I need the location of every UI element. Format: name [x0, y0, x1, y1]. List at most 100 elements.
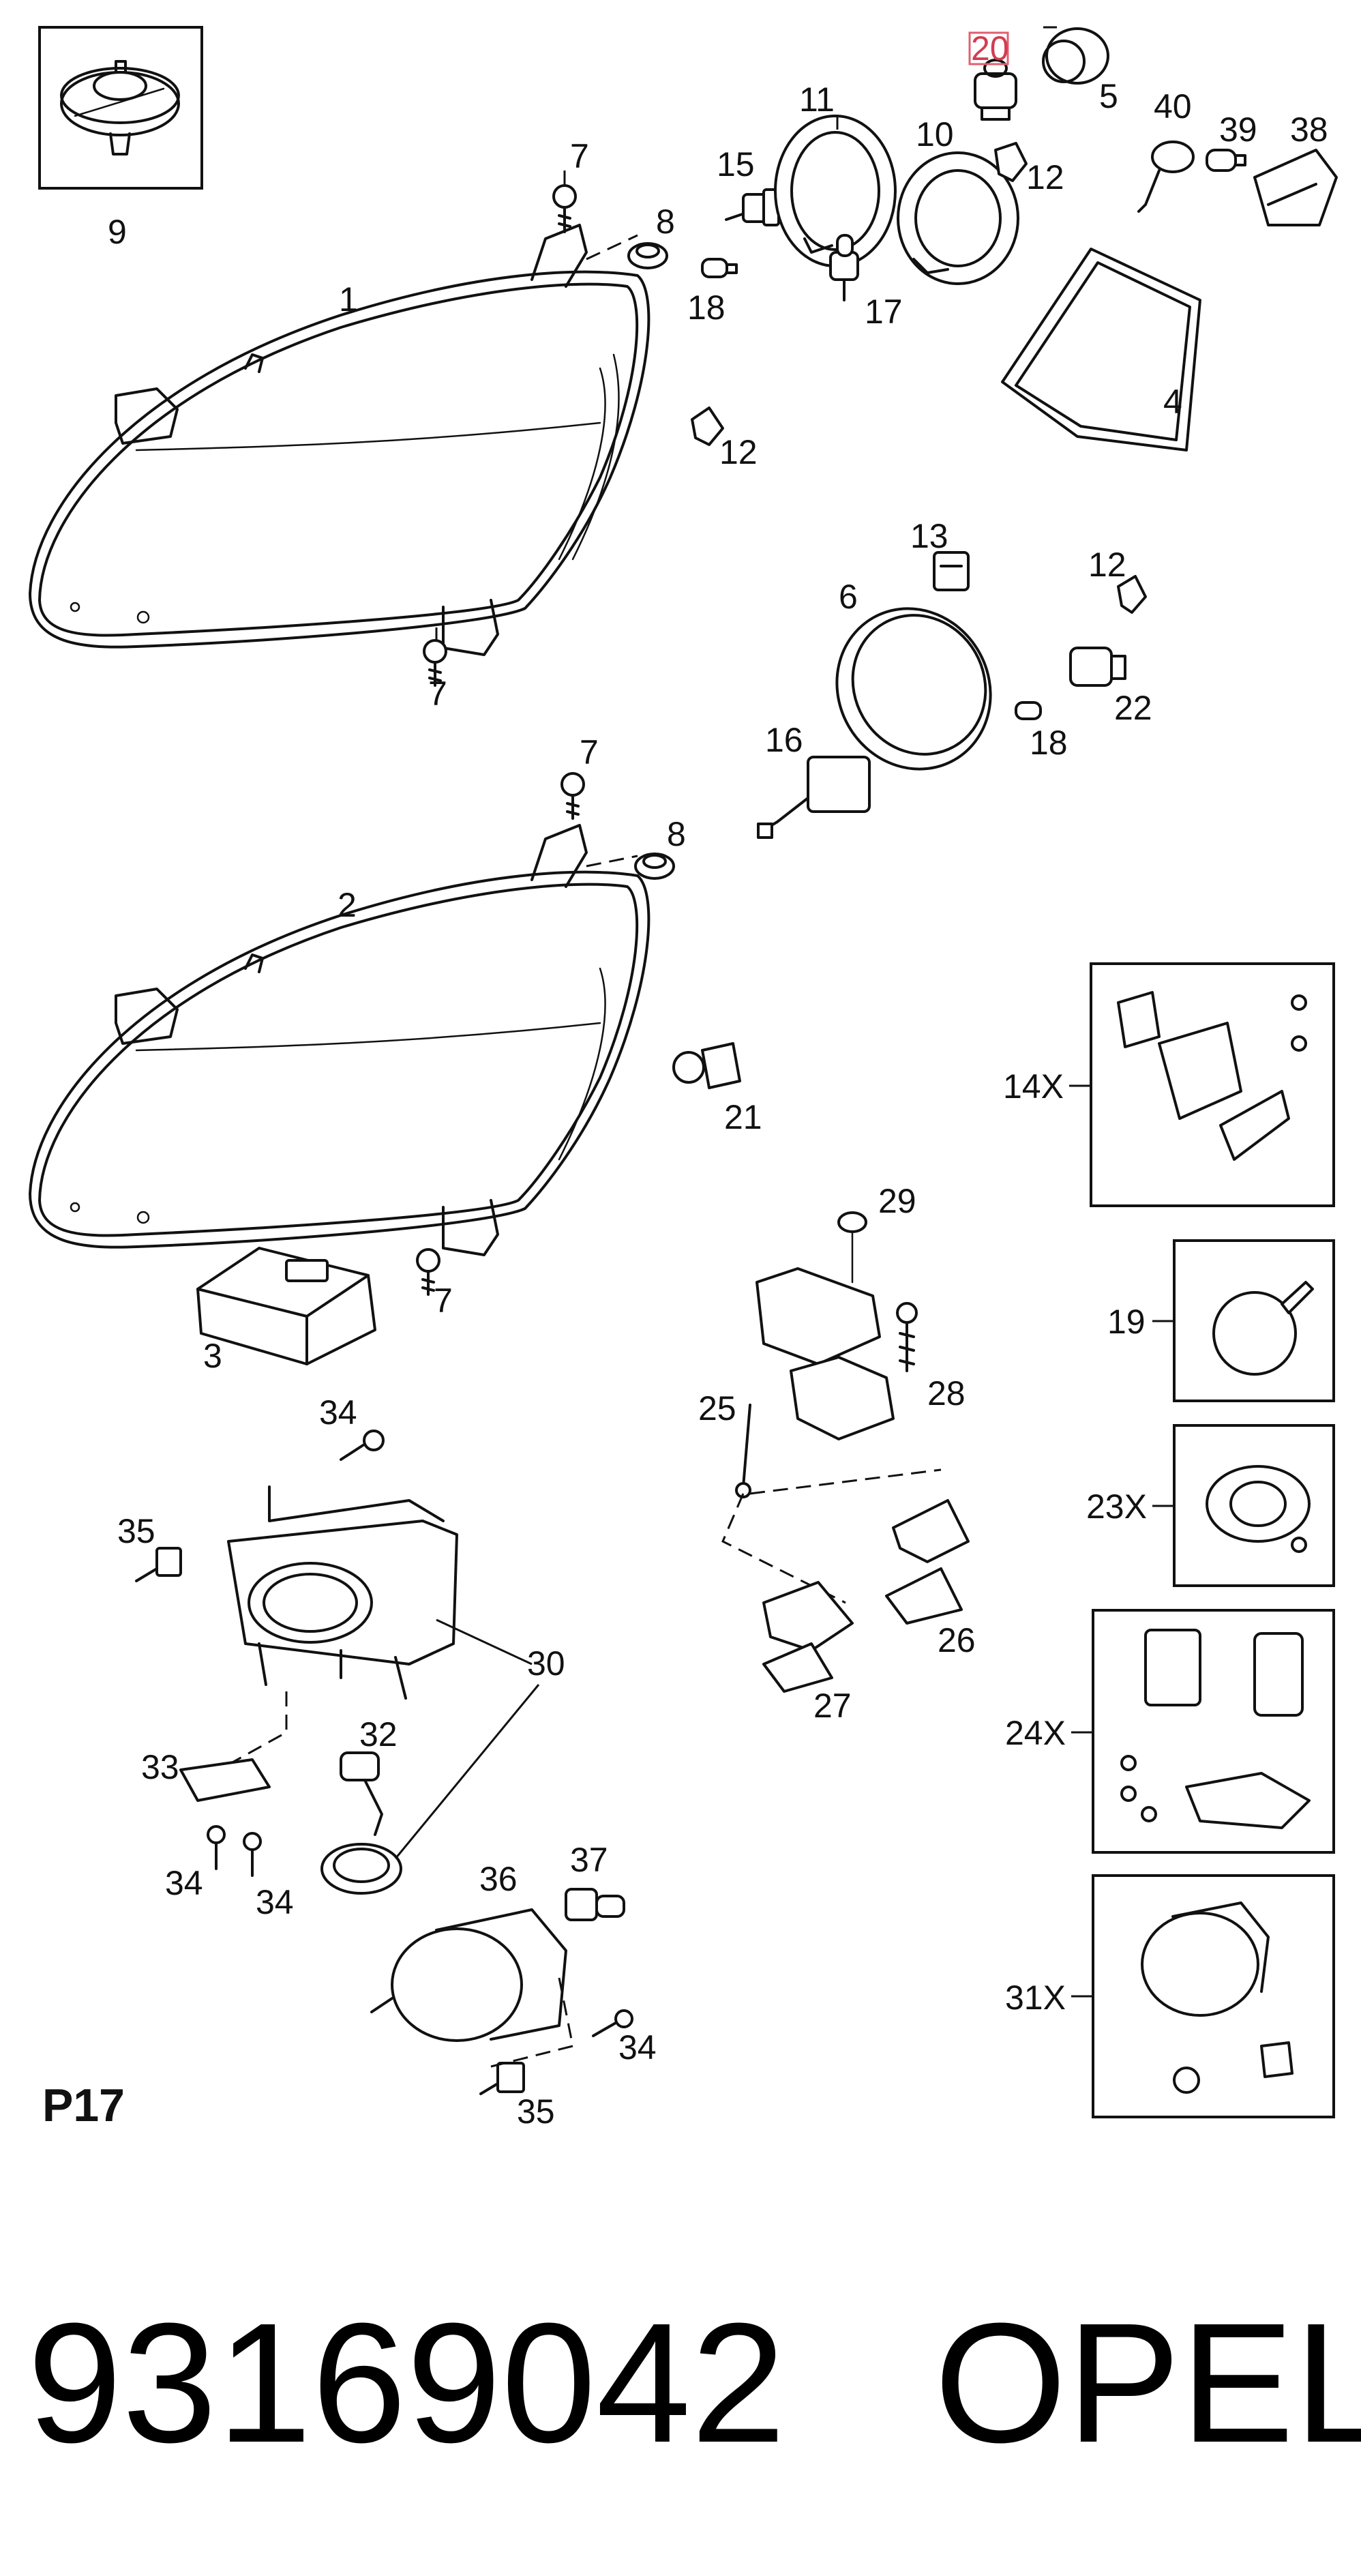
callout-9: 9	[108, 213, 127, 251]
part-9-inset-box	[38, 26, 203, 190]
callout-16: 16	[765, 721, 803, 759]
callout-5: 5	[1099, 77, 1118, 115]
callout-30: 30	[527, 1644, 565, 1683]
callout-12: 12	[1026, 158, 1064, 196]
part-11-cover-cap	[774, 115, 897, 267]
part-1-headlamp	[29, 224, 650, 656]
part-12-clip	[691, 406, 724, 446]
callout-13: 13	[910, 517, 948, 555]
part-12-clip	[1117, 575, 1147, 614]
part-35-clip	[479, 2062, 525, 2095]
callout-12: 12	[1088, 546, 1126, 584]
callout-23x: 23X	[1086, 1487, 1147, 1526]
callout-7: 7	[570, 137, 589, 175]
part-14x-kit	[1117, 991, 1307, 1161]
part-12-clip	[994, 142, 1028, 182]
callout-1: 1	[339, 280, 358, 319]
part-30-cap	[320, 1843, 402, 1895]
part-23x-kit	[1206, 1465, 1311, 1553]
callout-6: 6	[839, 578, 858, 616]
callout-40: 40	[1154, 87, 1192, 125]
part-7-screw	[423, 639, 447, 687]
callout-31x: 31X	[1005, 1979, 1066, 2017]
part-34-screw	[592, 2009, 633, 2037]
callout-17: 17	[865, 293, 903, 331]
callout-34: 34	[256, 1883, 294, 1921]
callout-29: 29	[878, 1182, 916, 1220]
part-22-socket	[1069, 647, 1126, 687]
part-39-bulb	[1206, 149, 1246, 172]
callout-25: 25	[698, 1389, 736, 1427]
callout-22: 22	[1114, 689, 1152, 727]
callout-33: 33	[141, 1748, 179, 1786]
part-3-ballast	[196, 1247, 376, 1365]
part-37-bulb	[565, 1888, 625, 1921]
part-number: 93169042	[27, 2288, 786, 2478]
part-31x-kit	[1141, 1901, 1293, 2094]
part-10-cover-cap	[897, 151, 1019, 285]
part-26-bracket	[885, 1499, 970, 1625]
part-27-bracket	[762, 1581, 854, 1693]
brand-name: OPEL	[934, 2288, 1361, 2478]
callout-19: 19	[1107, 1303, 1146, 1341]
part-40-socket	[1137, 140, 1195, 213]
callout-18: 18	[687, 288, 726, 327]
part-36-fog-lamp	[370, 1908, 567, 2042]
callout-34: 34	[618, 2028, 657, 2067]
callout-26: 26	[938, 1621, 976, 1659]
part-7-screw	[416, 1248, 440, 1296]
callout-36: 36	[479, 1860, 518, 1898]
callout-4: 4	[1163, 383, 1182, 421]
part-7-screw	[560, 772, 585, 820]
part-18-bulb	[1015, 701, 1042, 720]
part-5-cap	[1042, 27, 1109, 85]
part-24x-kit	[1120, 1629, 1311, 1829]
part-34-screw	[243, 1832, 262, 1877]
callout-38: 38	[1290, 110, 1328, 149]
part-35-clip	[135, 1547, 182, 1582]
part-32-bulb	[340, 1751, 383, 1836]
part-21-bulb	[672, 1042, 741, 1089]
callout-8: 8	[656, 203, 675, 241]
callout-2: 2	[338, 886, 357, 924]
part-2-headlamp	[29, 824, 650, 1256]
callout-7: 7	[580, 733, 599, 771]
callout-24x: 24X	[1005, 1714, 1066, 1752]
part-15-bulb	[725, 188, 780, 226]
callout-35: 35	[117, 1512, 155, 1550]
callout-20: 20	[971, 29, 1009, 68]
callout-34: 34	[165, 1864, 203, 1902]
part-8-grommet	[627, 242, 668, 269]
callout-32: 32	[359, 1715, 398, 1753]
callout-14x: 14X	[1003, 1067, 1064, 1106]
part-17-bulb	[829, 234, 859, 301]
part-19-bulb	[1212, 1281, 1314, 1376]
callout-10: 10	[916, 115, 954, 153]
part-29-nut	[837, 1211, 867, 1284]
part-9-clip	[60, 60, 180, 156]
part-33-bracket	[179, 1758, 271, 1802]
part-25-level-sensor	[735, 1267, 895, 1498]
callout-12: 12	[719, 433, 758, 471]
part-34-screw	[340, 1430, 385, 1461]
part-4-control-module	[1001, 248, 1201, 451]
part-20-bulb	[974, 59, 1017, 121]
callout-7: 7	[428, 675, 447, 713]
sheet-id: P17	[42, 2079, 125, 2131]
part-7-screw	[552, 184, 577, 233]
callout-18: 18	[1030, 724, 1068, 762]
part-18-bulb	[701, 258, 738, 278]
callout-34: 34	[319, 1393, 357, 1432]
part-38-side-lamp	[1253, 149, 1338, 226]
callout-11: 11	[799, 80, 835, 119]
callout-27: 27	[813, 1687, 852, 1725]
part-28-bolt	[896, 1302, 918, 1372]
callout-39: 39	[1219, 110, 1257, 149]
callout-28: 28	[927, 1374, 966, 1412]
callout-8: 8	[667, 815, 686, 853]
part-13-clip	[933, 551, 970, 591]
part-8-grommet	[634, 853, 675, 880]
callout-35: 35	[517, 2092, 555, 2131]
part-34-screw	[207, 1825, 226, 1870]
